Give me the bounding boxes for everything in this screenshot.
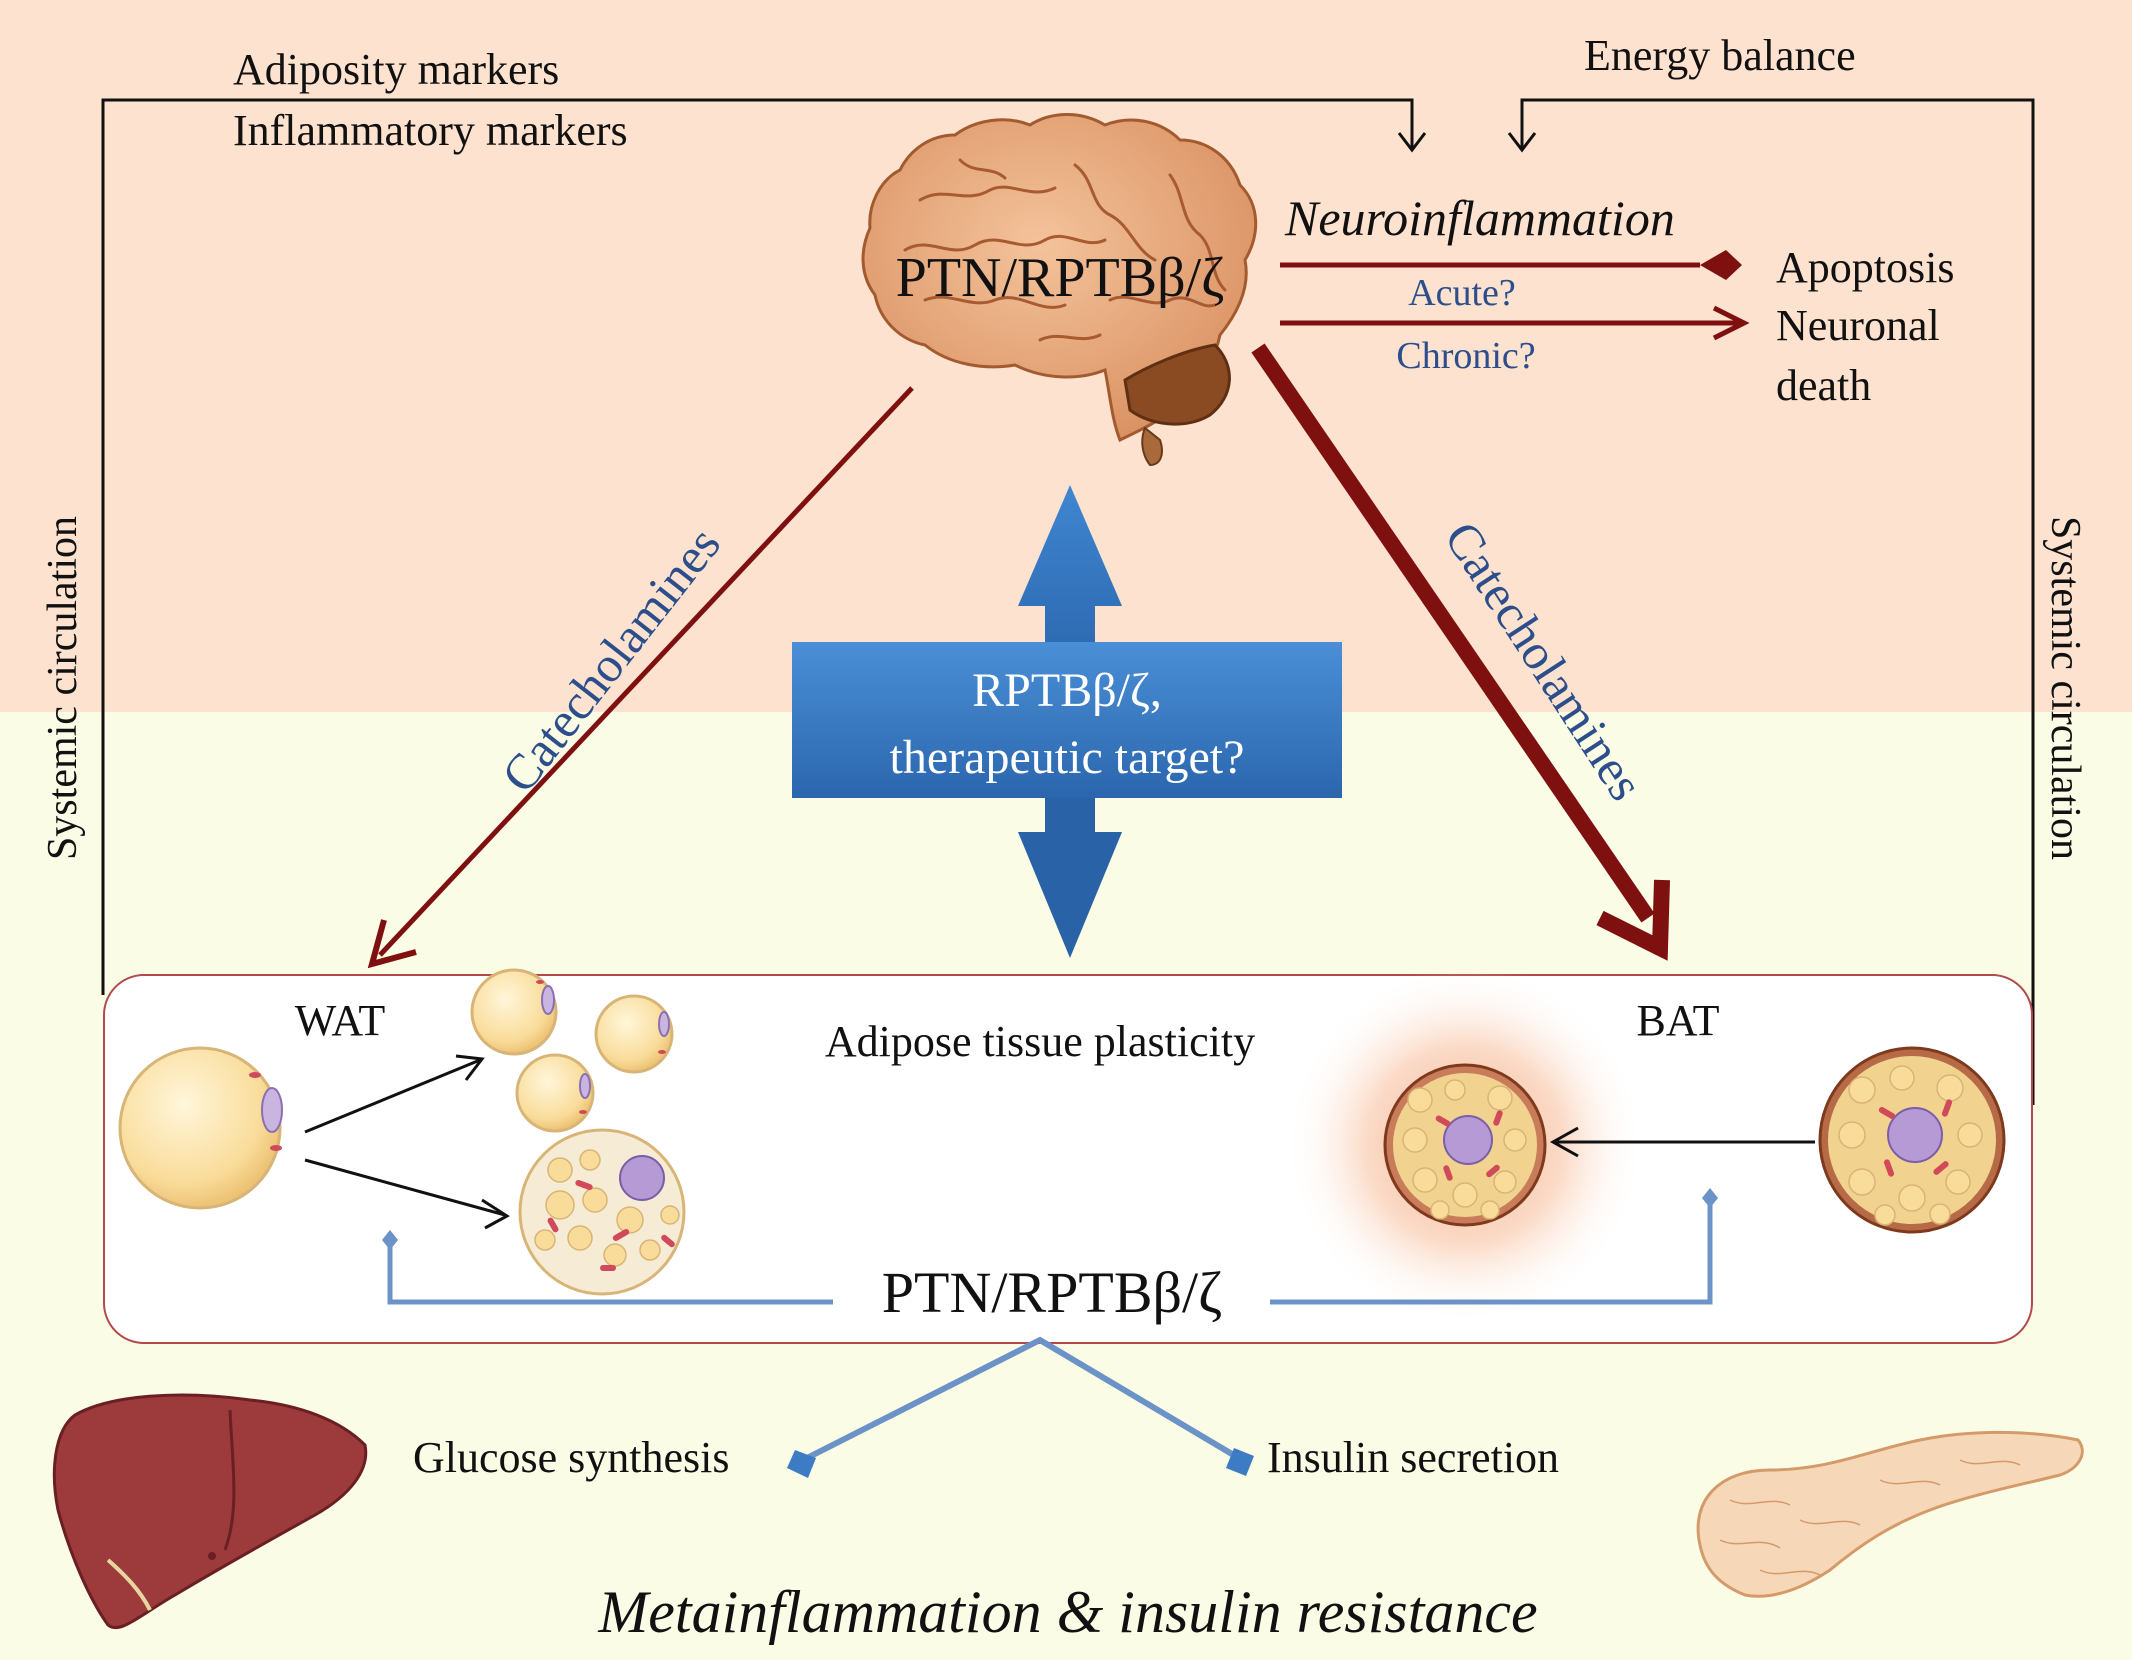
systemic-loop-left bbox=[101, 98, 1427, 995]
glucose-synthesis-label: Glucose synthesis bbox=[413, 1433, 730, 1482]
death-label: death bbox=[1776, 361, 1871, 410]
small-fat-cell-icon bbox=[594, 994, 674, 1074]
ptn-to-bat-arrowhead bbox=[1702, 1188, 1718, 1208]
catecholamines-bat-arrow bbox=[1251, 343, 1670, 961]
ptn-to-glucose-insulin bbox=[801, 1336, 1244, 1463]
insulin-secretion-label: Insulin secretion bbox=[1267, 1433, 1559, 1482]
therapeutic-target-box bbox=[792, 642, 1342, 798]
apoptosis-label: Apoptosis bbox=[1776, 243, 1954, 292]
chronic-label: Chronic? bbox=[1396, 335, 1535, 377]
catecholamines-wat-arrow bbox=[367, 386, 914, 969]
glucose-arrowhead bbox=[787, 1450, 816, 1478]
brain-icon bbox=[861, 113, 1258, 467]
ptn-to-wat-connector bbox=[387, 1240, 833, 1305]
therapeutic-target-arrow bbox=[792, 485, 1342, 958]
ptn-to-wat-arrowhead bbox=[382, 1230, 398, 1250]
wat-to-small-arrow bbox=[304, 1054, 485, 1134]
neuroinflammation-label: Neuroinflammation bbox=[1284, 190, 1675, 246]
apoptosis-inhibit-arrow bbox=[1280, 250, 1742, 280]
liver-icon bbox=[52, 1393, 368, 1630]
brown-fat-cell-icon bbox=[1818, 1046, 2006, 1234]
fat-cell-icon bbox=[118, 1046, 283, 1210]
inflammatory-markers-label: Inflammatory markers bbox=[233, 106, 628, 155]
ptn-center-label: PTN/RPTBβ/ζ bbox=[882, 1260, 1222, 1325]
bottom-title: Metainflammation & insulin resistance bbox=[597, 1579, 1537, 1645]
plasticity-label: Adipose tissue plasticity bbox=[825, 1017, 1255, 1066]
systemic-circulation-left-label: Systemic circulation bbox=[40, 516, 86, 860]
neuronal-label: Neuronal bbox=[1776, 301, 1940, 350]
beige-fat-cell-icon bbox=[518, 1128, 686, 1296]
target-line2: therapeutic target? bbox=[890, 731, 1245, 784]
energy-balance-label: Energy balance bbox=[1584, 31, 1856, 80]
brain-ptn-label: PTN/RPTBβ/ζ bbox=[896, 247, 1225, 309]
target-line1: RPTBβ/ζ, bbox=[972, 664, 1162, 717]
small-fat-cell-icon bbox=[515, 1053, 595, 1133]
wat-label: WAT bbox=[295, 996, 386, 1045]
neuronal-death-arrow bbox=[1280, 305, 1750, 341]
small-fat-cell-icon bbox=[470, 968, 558, 1056]
systemic-loop-right bbox=[1507, 98, 2035, 1105]
insulin-arrowhead bbox=[1226, 1448, 1254, 1476]
bat-recruit-arrow bbox=[1549, 1126, 1815, 1158]
brown-fat-cell-icon bbox=[1383, 1063, 1547, 1227]
adiposity-markers-label: Adiposity markers bbox=[233, 45, 559, 94]
pancreas-icon bbox=[1696, 1430, 2084, 1598]
acute-label: Acute? bbox=[1408, 272, 1516, 314]
wat-to-beige-arrow bbox=[304, 1158, 510, 1230]
systemic-circulation-right-label: Systemic circulation bbox=[2042, 516, 2088, 860]
ptn-to-bat-connector bbox=[1270, 1200, 1713, 1305]
bat-label: BAT bbox=[1636, 996, 1719, 1045]
